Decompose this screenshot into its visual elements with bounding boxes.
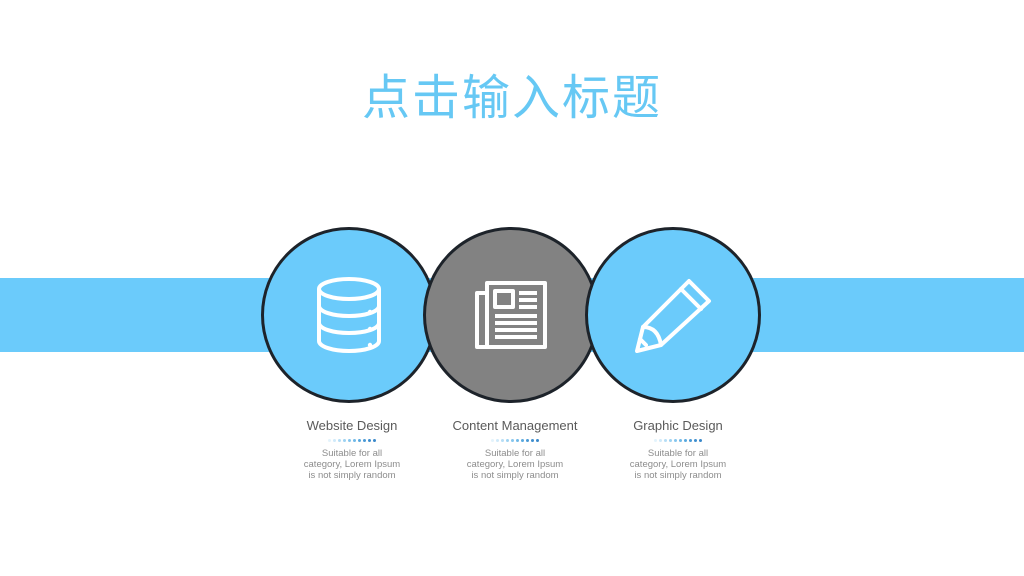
divider-dot [531,439,534,442]
feature-description: Suitable for all category, Lorem Ipsum i… [629,448,727,481]
divider-dot [338,439,341,442]
divider-dot [348,439,351,442]
feature-title: Graphic Design [633,418,723,433]
divider-dot [679,439,682,442]
circle-content-management [423,227,599,403]
divider-dot [521,439,524,442]
feature-card-graphic-design: Graphic Design Suitable for all category… [588,418,768,481]
slide-title: 点击输入标题 [361,70,662,126]
divider-dot [659,439,662,442]
divider-dot [491,439,494,442]
newspaper-icon [473,279,549,351]
divider-dot [506,439,509,442]
divider-dot [343,439,346,442]
feature-title: Website Design [306,418,398,433]
divider-dot [358,439,361,442]
feature-description: Suitable for all category, Lorem Ipsum i… [466,448,564,481]
dotted-divider [262,439,442,443]
database-icon [314,277,384,353]
divider-dot [511,439,514,442]
divider-dot [526,439,529,442]
pencil-icon [631,275,715,355]
divider-dot [496,439,499,442]
divider-dot [353,439,356,442]
divider-dot [694,439,697,442]
divider-dot [684,439,687,442]
divider-dot [363,439,366,442]
feature-title: Content Management [452,418,578,433]
circle-website-design [261,227,437,403]
dotted-divider [588,439,768,443]
divider-dot [654,439,657,442]
divider-dot [689,439,692,442]
divider-dot [373,439,376,442]
dotted-divider [425,439,605,443]
feature-card-website-design: Website Design Suitable for all category… [262,418,442,481]
divider-dot [328,439,331,442]
divider-dot [501,439,504,442]
divider-dot [669,439,672,442]
divider-dot [516,439,519,442]
divider-dot [699,439,702,442]
divider-dot [333,439,336,442]
circle-graphic-design [585,227,761,403]
divider-dot [368,439,371,442]
feature-description: Suitable for all category, Lorem Ipsum i… [303,448,401,481]
divider-dot [674,439,677,442]
divider-dot [664,439,667,442]
feature-card-content-management: Content Management Suitable for all cate… [425,418,605,481]
divider-dot [536,439,539,442]
